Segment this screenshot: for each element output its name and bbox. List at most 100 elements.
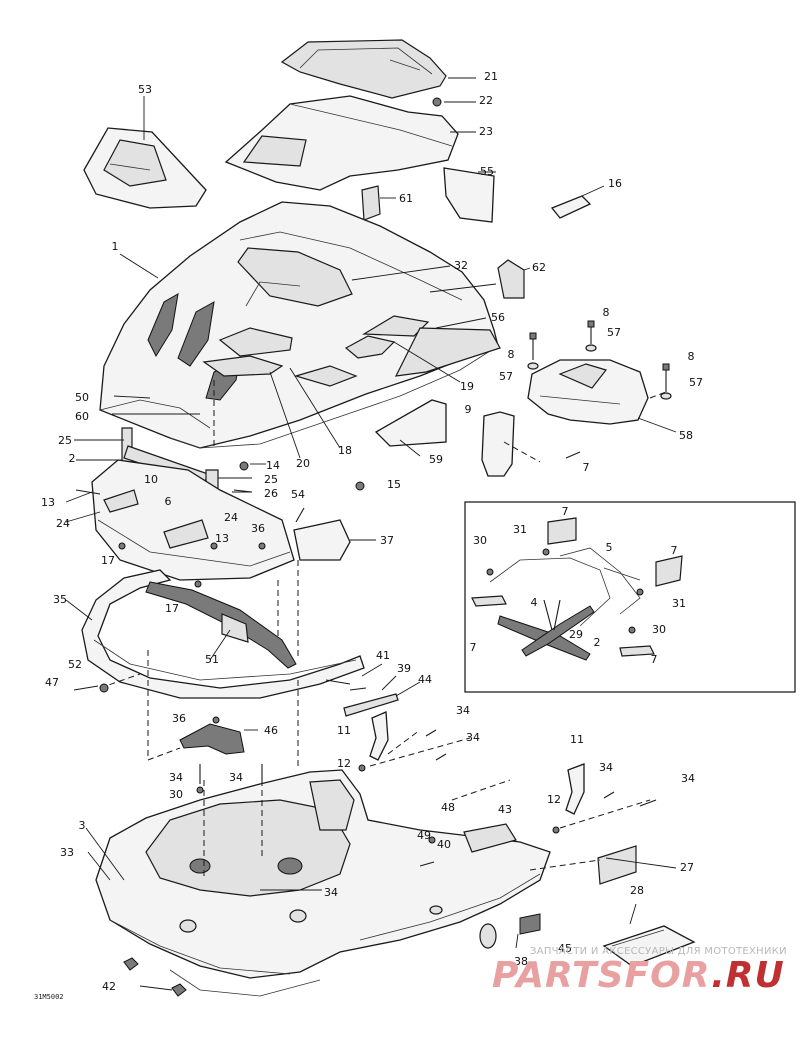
callout-11-left: 11: [337, 724, 351, 737]
part-28-sheet: [602, 925, 696, 967]
part-33-bellypan: [95, 769, 551, 997]
part-46-bracket: [179, 723, 245, 755]
callout-30-inset-left: 30: [473, 534, 487, 547]
part-24-front-panel: [91, 459, 295, 581]
callout-49: 49: [417, 829, 431, 842]
callout-4: 4: [530, 596, 538, 609]
callout-42: 42: [102, 980, 116, 993]
callout-8-right: 8: [687, 350, 695, 363]
callout-2-inset: 2: [593, 636, 601, 649]
callout-22: 22: [479, 94, 493, 107]
fasteners-8-57: [527, 320, 672, 400]
callout-51: 51: [205, 653, 219, 666]
callout-47: 47: [45, 676, 59, 689]
part-38-cap: [479, 923, 497, 949]
part-59-panel: [374, 399, 447, 447]
part-43-bracket: [463, 823, 517, 853]
callout-39: 39: [397, 662, 411, 675]
callout-29: 29: [569, 628, 583, 641]
callout-50: 50: [75, 391, 89, 404]
callout-26: 26: [264, 487, 278, 500]
callout-16: 16: [608, 177, 622, 190]
callout-36-lower: 36: [172, 712, 186, 725]
callout-40: 40: [437, 838, 451, 851]
callout-8-top: 8: [602, 306, 610, 319]
callout-15: 15: [387, 478, 401, 491]
part-11b-hook: [565, 763, 585, 815]
callout-24-right: 24: [224, 511, 238, 524]
callout-48: 48: [441, 801, 455, 814]
small-fasteners: [73, 451, 657, 867]
callout-60: 60: [75, 410, 89, 423]
callout-17-left: 17: [101, 554, 115, 567]
callout-18: 18: [338, 444, 352, 457]
callout-55: 55: [480, 165, 494, 178]
callout-36-upper: 36: [251, 522, 265, 535]
callout-7-inset-top: 7: [561, 505, 569, 518]
callout-28: 28: [630, 884, 644, 897]
part-23-upper-console: [224, 95, 459, 191]
callout-34-c: 34: [599, 761, 613, 774]
callout-33: 33: [60, 846, 74, 859]
callout-34-b: 34: [466, 731, 480, 744]
callout-32: 32: [454, 259, 468, 272]
part-37-brace: [293, 519, 351, 561]
assembly-lines: [99, 380, 667, 880]
callout-14: 14: [266, 459, 280, 472]
callout-25-left: 25: [58, 434, 72, 447]
callout-24-left: 24: [56, 517, 70, 530]
part-55-panel: [443, 167, 495, 223]
part-22-nut: [432, 97, 442, 107]
callout-57-left: 57: [499, 370, 513, 383]
callout-7: 7: [582, 461, 590, 474]
watermark-brand-name: PARTSFOR: [492, 955, 712, 996]
callout-52: 52: [68, 658, 82, 671]
callout-12-left: 12: [337, 757, 351, 770]
callout-1: 1: [111, 240, 119, 253]
callout-25-right: 25: [264, 473, 278, 486]
callout-43: 43: [498, 803, 512, 816]
watermark-tagline: ЗАПЧАСТИ И АКСЕССУАРЫ ДЛЯ МОТОТЕХНИКИ: [530, 946, 787, 957]
callout-17-mid: 17: [165, 602, 179, 615]
part-1-hood: [99, 201, 499, 449]
callout-13-left: 13: [41, 496, 55, 509]
callout-34-d: 34: [681, 772, 695, 785]
part-45-plate: [519, 913, 541, 935]
callout-56: 56: [491, 311, 505, 324]
part-16-strip: [550, 195, 592, 219]
callout-7-inset-left: 7: [469, 641, 477, 654]
callout-7-inset-bottom: 7: [650, 653, 658, 666]
callout-46: 46: [264, 724, 278, 737]
callout-21: 21: [484, 70, 498, 83]
part-42b-nut: [171, 983, 187, 997]
callout-31-inset-right: 31: [672, 597, 686, 610]
callout-34-a: 34: [456, 704, 470, 717]
part-21-windshield: [280, 39, 447, 99]
callout-12-right: 12: [547, 793, 561, 806]
part-9-bracket: [481, 411, 515, 477]
part-11a-hook: [369, 711, 389, 761]
callout-34-f: 34: [229, 771, 243, 784]
part-35-bumper: [81, 569, 365, 699]
callout-34-e: 34: [169, 771, 183, 784]
part-53-gauge-housing: [83, 127, 207, 209]
callout-61: 61: [399, 192, 413, 205]
callout-11-right: 11: [570, 733, 584, 746]
callout-34-g: 34: [324, 886, 338, 899]
callout-9: 9: [464, 403, 472, 416]
callout-2: 2: [68, 452, 76, 465]
part-62-tab: [497, 259, 525, 299]
callout-35: 35: [53, 593, 67, 606]
callout-53: 53: [138, 83, 152, 96]
callout-44: 44: [418, 673, 432, 686]
callout-20: 20: [296, 457, 310, 470]
callout-8-left: 8: [507, 348, 515, 361]
callout-57-right: 57: [689, 376, 703, 389]
callout-38: 38: [514, 955, 528, 968]
part-42a-nut: [123, 957, 139, 971]
part-56-trim: [394, 327, 501, 377]
callout-23: 23: [479, 125, 493, 138]
callout-13-mid: 13: [215, 532, 229, 545]
